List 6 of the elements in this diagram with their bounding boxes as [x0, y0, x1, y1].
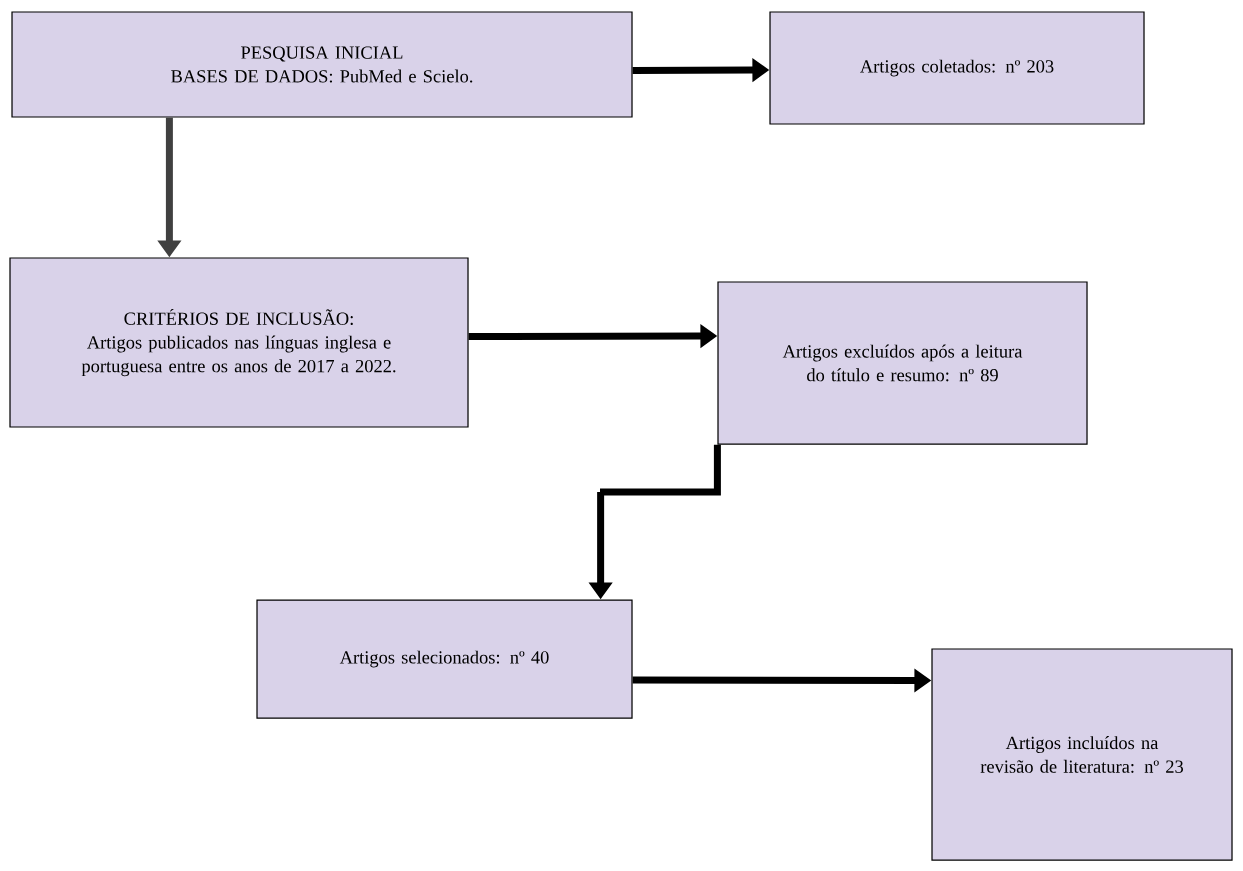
process-box: CRITÉRIOS DE INCLUSÃO: Artigos publicados nas línguas inglesa e portuguesa entre os anos de 2017 a 2022. — [9, 257, 469, 428]
process-box: Artigos incluídos na revisão de literatura: nº 23 — [931, 648, 1233, 861]
process-box: PESQUISA INICIAL BASES DE DADOS: PubMed e Scielo. — [11, 11, 633, 118]
process-box: Artigos selecionados: nº 40 — [256, 599, 633, 719]
process-box: Artigos excluídos após a leitura do título e resumo: nº 89 — [717, 281, 1088, 445]
process-box: Artigos coletados: nº 203 — [769, 11, 1145, 125]
